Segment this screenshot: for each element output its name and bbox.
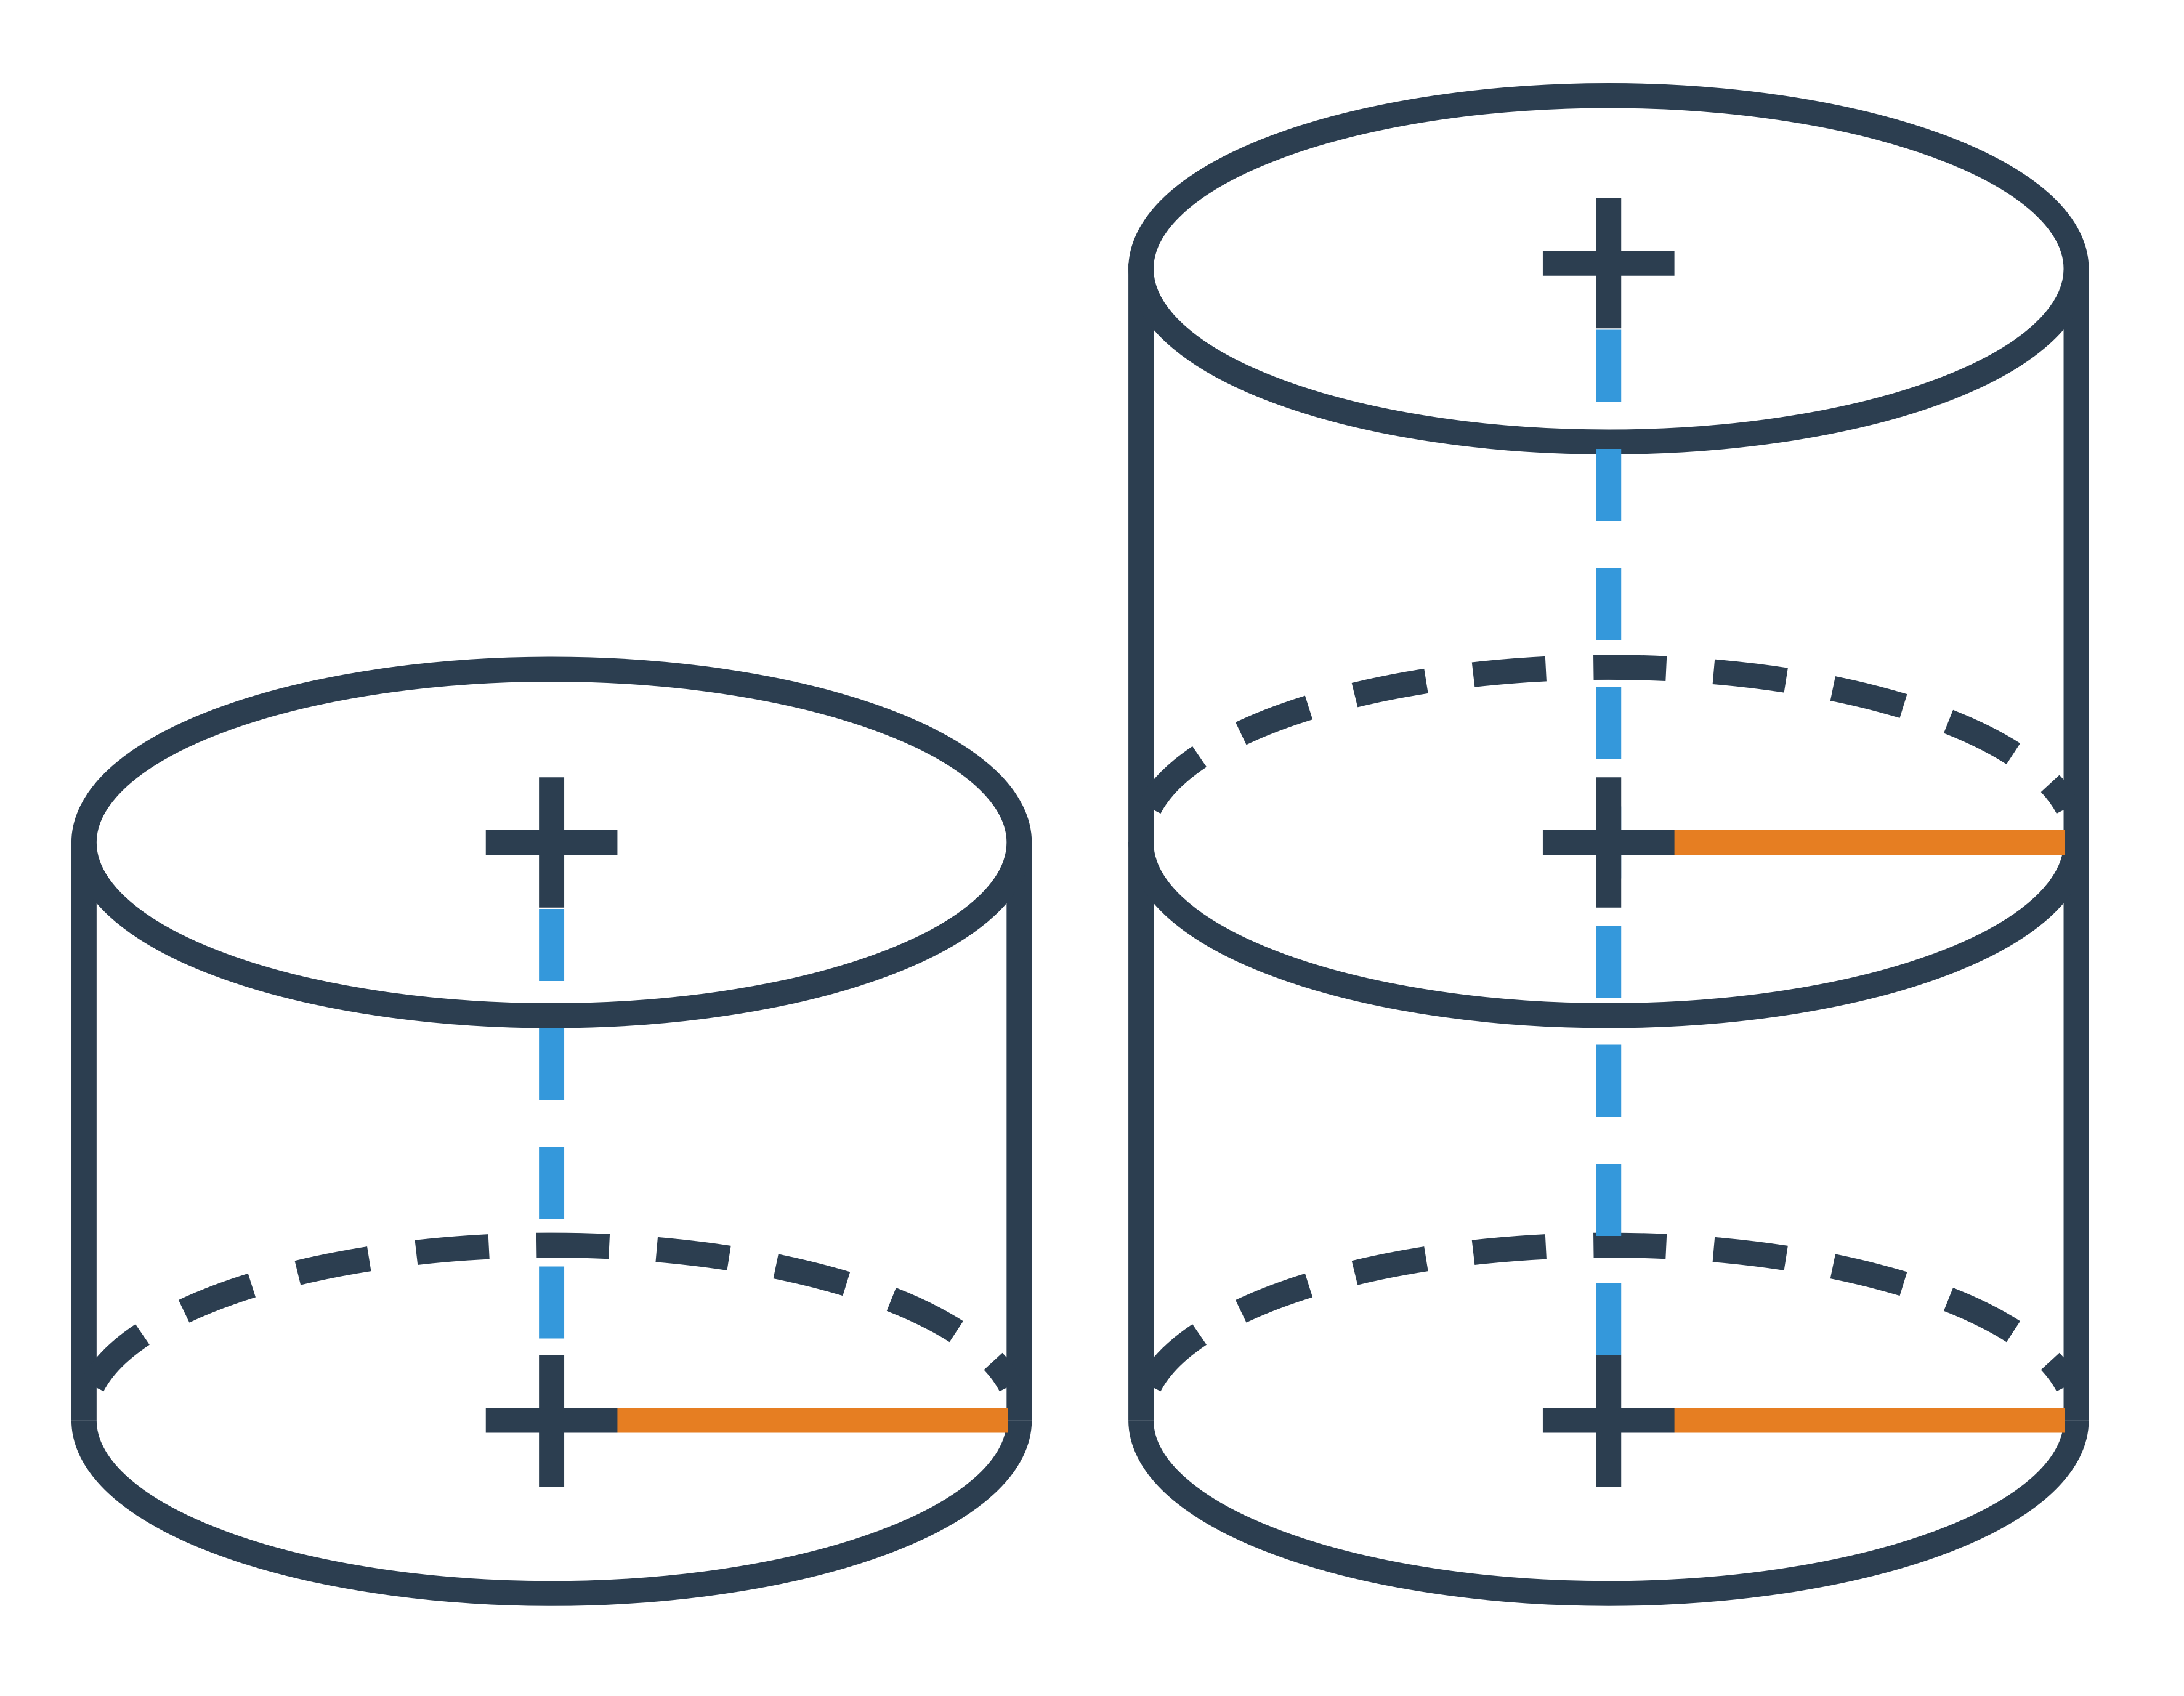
short-cylinder-bottom-center-icon	[485, 1355, 618, 1487]
tall-cylinder-middle-center-icon	[1542, 777, 1675, 908]
tall-cylinder	[1128, 83, 2089, 1606]
tall-cylinder-bottom-center-icon	[1542, 1355, 1675, 1487]
tall-cylinder-middle-front-arc	[1128, 842, 2089, 1028]
tall-cylinder-bottom-back-arc	[1138, 1232, 2079, 1392]
short-cylinder-bottom-back-arc	[81, 1232, 1022, 1392]
tall-cylinder-bottom-front-arc	[1128, 1420, 2089, 1606]
tall-cylinder-top-center-icon	[1542, 198, 1675, 329]
short-cylinder-top-center-icon	[485, 777, 618, 908]
tall-cylinder-middle-back-arc	[1138, 655, 2079, 814]
short-cylinder-bottom-front-arc	[71, 1420, 1032, 1606]
short-cylinder	[71, 656, 1032, 1606]
